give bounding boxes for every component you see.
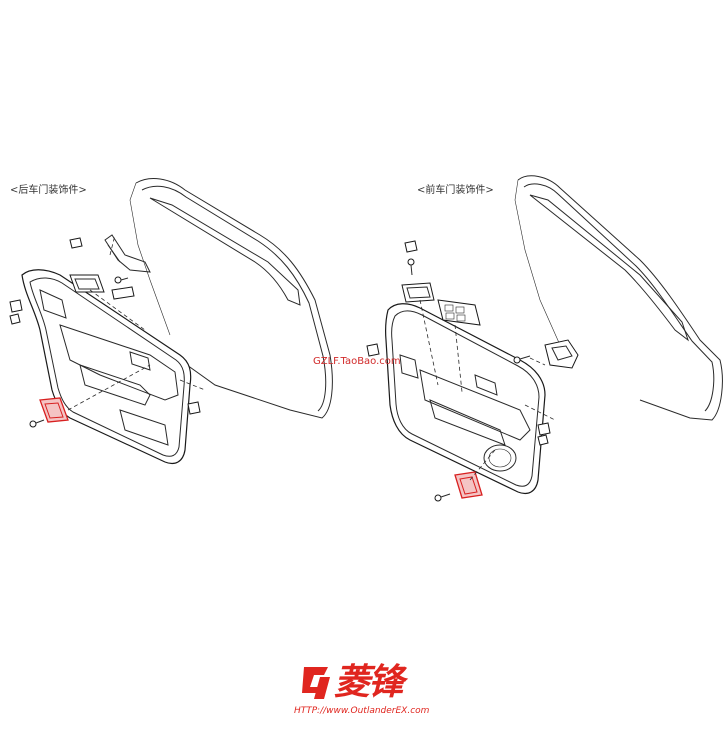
front-mirror-bracket [544,339,579,369]
front-clip-top [404,240,418,276]
rear-handle-bracket [104,234,151,273]
front-screw-2 [434,493,451,502]
front-clip-right [537,422,551,446]
brand-url: HTTP://www.OutlanderEX.com [294,706,430,716]
front-handle-bezel [401,282,435,303]
rear-screw-2 [29,419,45,428]
front-door-frame [514,175,723,421]
front-clip-left [366,343,380,357]
brand-name: 菱锋 [334,662,404,703]
rear-clip-right [187,401,201,415]
brand-mark-icon [302,667,330,699]
front-door-trim-panel [385,303,546,495]
front-door-trim-label: <前车门装饰件> [417,185,494,196]
rear-clip-left [9,299,23,325]
front-inner-handle-highlight [454,471,483,499]
rear-handle-bezel [69,274,105,293]
rear-door-frame [129,178,333,419]
front-screw-1 [513,355,531,364]
rear-screw-1 [114,276,129,284]
rear-door-trim-panel [21,269,192,465]
rear-switch [111,286,135,300]
watermark-text: GZLF.TaoBao.com [313,356,401,367]
front-window-switch [437,299,481,326]
rear-inner-handle-highlight [39,397,69,423]
rear-door-trim-label: <后车门装饰件> [10,185,87,196]
rear-clip-top [69,237,83,249]
brand-logo: 菱锋 HTTP://www.OutlanderEX.com [290,661,440,723]
